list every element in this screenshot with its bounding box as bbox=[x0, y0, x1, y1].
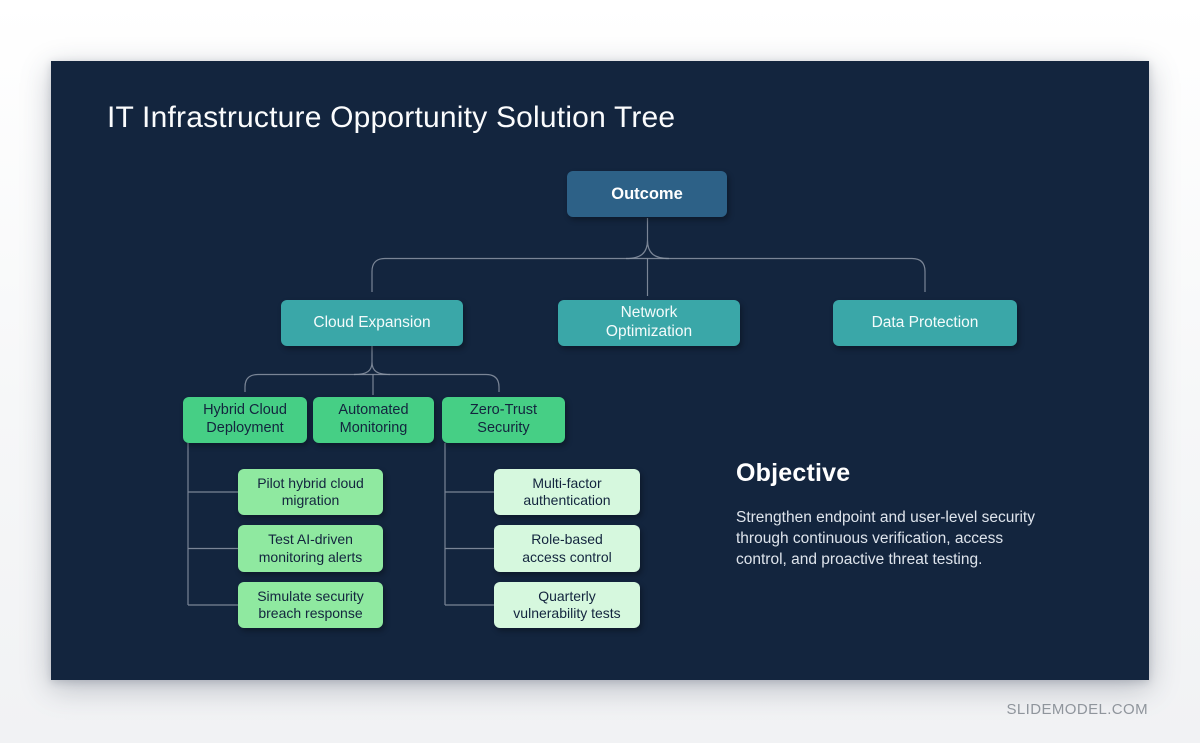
leaf-role-based-access-control-label: Role-based access control bbox=[522, 531, 612, 565]
leaf-simulate-security-breach-response: Simulate security breach response bbox=[238, 582, 383, 628]
leaf-test-ai-driven-monitoring-alerts-label: Test AI-driven monitoring alerts bbox=[258, 531, 363, 565]
leaf-multi-factor-authentication: Multi-factor authentication bbox=[494, 469, 640, 515]
slide-title: IT Infrastructure Opportunity Solution T… bbox=[107, 101, 676, 134]
leaf-pilot-hybrid-cloud-migration: Pilot hybrid cloud migration bbox=[238, 469, 383, 515]
node-hybrid-cloud-deployment: Hybrid Cloud Deployment bbox=[183, 397, 307, 443]
leaf-pilot-hybrid-cloud-migration-label: Pilot hybrid cloud migration bbox=[257, 474, 364, 508]
node-outcome-label: Outcome bbox=[611, 184, 683, 203]
leaf-quarterly-vulnerability-tests-label: Quarterly vulnerability tests bbox=[513, 587, 621, 621]
node-network-optimization: Network Optimization bbox=[558, 300, 740, 346]
slidemodel-watermark: SLIDEMODEL.COM bbox=[1006, 701, 1148, 718]
leaf-multi-factor-authentication-label: Multi-factor authentication bbox=[523, 474, 611, 508]
objective-heading: Objective bbox=[736, 459, 851, 487]
node-automated-monitoring-label: Automated Monitoring bbox=[338, 402, 409, 436]
leaf-simulate-security-breach-response-label: Simulate security breach response bbox=[257, 587, 364, 621]
objective-body: Strengthen endpoint and user-level secur… bbox=[736, 509, 1035, 568]
node-hybrid-cloud-deployment-label: Hybrid Cloud Deployment bbox=[203, 402, 287, 436]
leaf-test-ai-driven-monitoring-alerts: Test AI-driven monitoring alerts bbox=[238, 525, 383, 572]
node-zero-trust-security-label: Zero-Trust Security bbox=[469, 402, 538, 436]
node-data-protection-label: Data Protection bbox=[871, 313, 979, 331]
slide-canvas: IT Infrastructure Opportunity Solution T… bbox=[51, 61, 1149, 680]
node-cloud-expansion: Cloud Expansion bbox=[281, 300, 463, 346]
leaf-quarterly-vulnerability-tests: Quarterly vulnerability tests bbox=[494, 582, 640, 628]
tree-connector-lines bbox=[187, 218, 926, 606]
node-data-protection: Data Protection bbox=[833, 300, 1017, 346]
node-automated-monitoring: Automated Monitoring bbox=[313, 397, 434, 443]
node-network-optimization-label: Network Optimization bbox=[605, 304, 693, 340]
node-cloud-expansion-label: Cloud Expansion bbox=[313, 313, 431, 331]
node-outcome: Outcome bbox=[567, 171, 727, 217]
leaf-role-based-access-control: Role-based access control bbox=[494, 525, 640, 572]
node-zero-trust-security: Zero-Trust Security bbox=[442, 397, 565, 443]
